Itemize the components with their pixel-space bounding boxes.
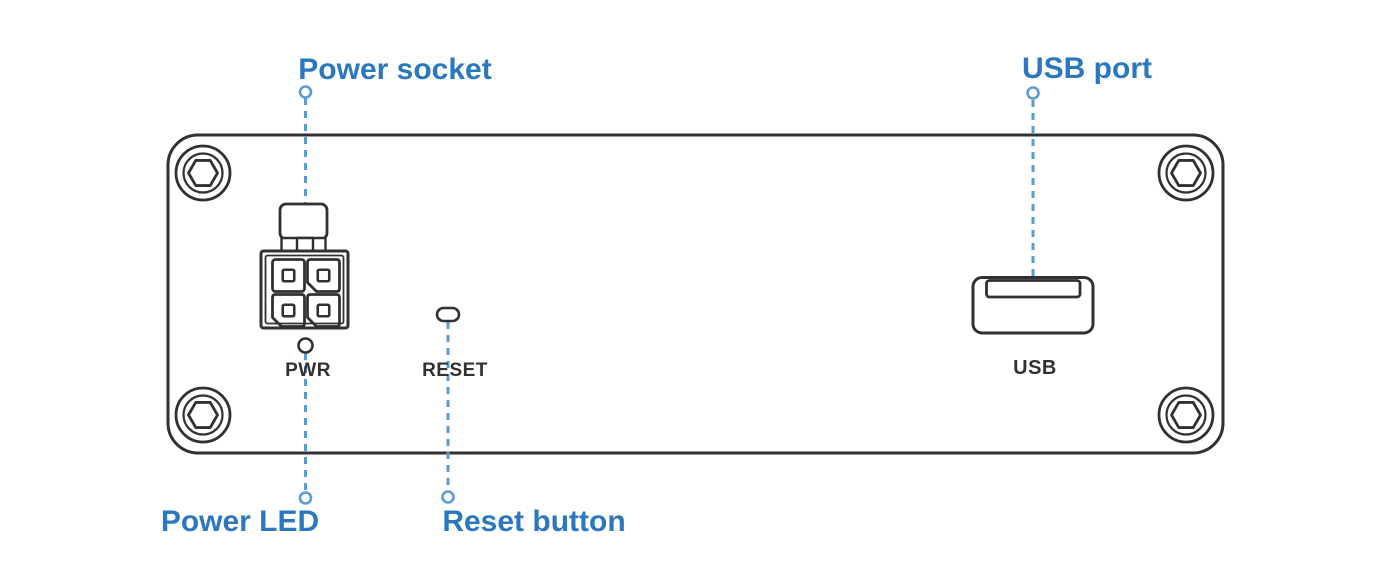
power-socket-latch-tab [278,202,329,241]
screw-hex-socket [1170,159,1202,187]
screw-inner-ring [182,152,224,194]
pin-contact [316,268,331,283]
screw-outer-ring [1157,386,1215,444]
leader-dot-usb-port [1026,86,1040,100]
usb-port-connector [971,276,1095,335]
screw-inner-ring [1165,394,1207,436]
label-reset-button: Reset button [442,505,626,538]
screw-icon [1157,144,1215,202]
screw-hex-socket [187,401,219,429]
label-power-led: Power LED [160,505,320,538]
screw-outer-ring [174,386,232,444]
label-usb-port: USB port [1022,52,1152,85]
screw-outer-ring [174,144,232,202]
screw-icon [174,144,232,202]
pin-cavity [306,258,341,293]
screw-icon [1157,386,1215,444]
label-power-socket: Power socket [298,53,492,86]
screw-hex-socket [187,159,219,187]
screw-icon [174,386,232,444]
leader-dot-power-socket [298,85,313,99]
power-led-indicator [297,337,314,354]
screw-outer-ring [1157,144,1215,202]
screw-hex-socket [1170,401,1202,429]
pin-cavity [271,293,306,328]
reset-button-hole [435,306,461,323]
leader-dot-power-led [298,491,313,505]
marking-pwr: PWR [285,360,331,381]
leader-dot-reset-button [441,490,455,504]
pin-contact [316,303,331,318]
screw-inner-ring [182,394,224,436]
marking-usb: USB [1013,357,1057,379]
power-socket-latch-notch [295,236,315,253]
usb-port-shell [971,276,1095,335]
pin-cavity [271,258,306,293]
power-socket-connector [259,202,350,330]
pin-contact [281,303,296,318]
usb-port-tongue [985,279,1082,299]
marking-reset: RESET [422,360,488,381]
device-panel-outline [166,133,1225,455]
pin-contact [281,268,296,283]
pin-cavity [306,293,341,328]
screw-inner-ring [1165,152,1207,194]
